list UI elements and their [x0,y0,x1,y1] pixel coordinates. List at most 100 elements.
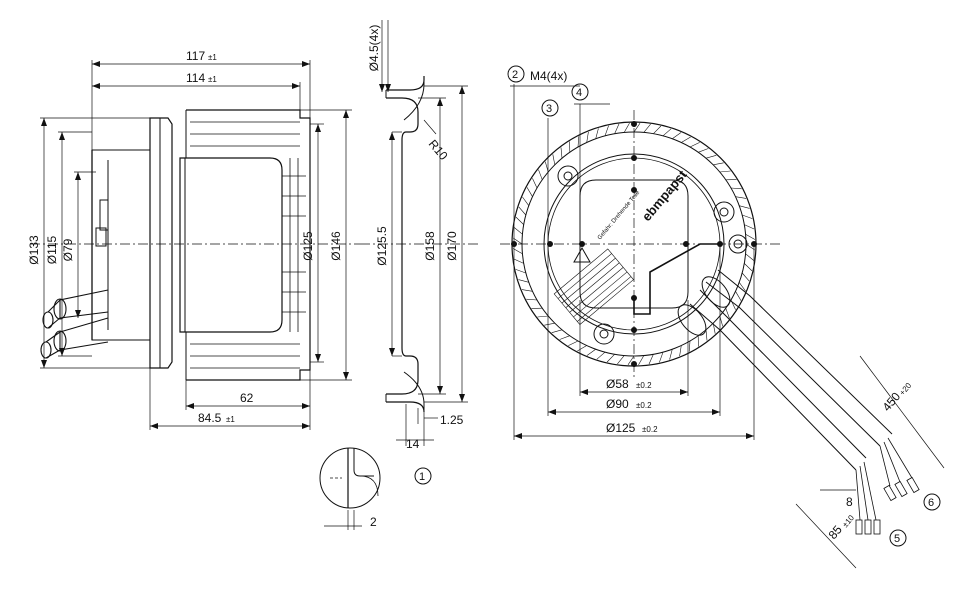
dim-d158: Ø158 [423,231,437,261]
blade-line [518,279,529,283]
blade-line [586,131,589,143]
dim-len117-tol: ±1 [208,53,217,62]
blade-line [512,248,523,255]
dim-len114: 114 [186,71,205,85]
dim-wire-strip: 8 [846,495,853,509]
blade-line [735,196,747,199]
dim-len62: 62 [240,391,254,405]
blade-line [744,263,753,272]
dim-d133: Ø133 [27,235,41,265]
blade-line [735,291,742,301]
dim-strip-tol: ±10 [841,513,857,529]
dim-len2: 2 [370,515,377,529]
blade-line [745,253,755,261]
blade-line [617,355,625,365]
blade-line [586,348,596,356]
dim-cable-tol: +20 [898,381,914,398]
dim-len84-tol: ±1 [226,415,235,424]
dim-len1-25: 1.25 [440,413,464,427]
blade-line [513,227,523,235]
blade-line [738,282,746,292]
front-view: 2 3 4 5 6 M4(4x) Ø58 ±0.2 Ø90 ±0.2 Ø125 … [500,65,945,569]
blade-line [606,354,615,363]
dim-holes: Ø4.5(4x) [367,25,381,72]
callout-5: 5 [894,533,900,545]
blade-line [513,258,524,264]
blade-line [739,205,750,209]
blade-line [745,233,756,240]
blade-line [614,123,620,134]
blade-line [719,170,731,173]
blade-line [515,269,526,274]
dim-d125-side: Ø125 [301,231,315,261]
blade-line [679,345,682,357]
logo-text: ebmpapst [639,167,690,224]
dim-len117: 117 [186,49,205,63]
dim-d125-5: Ø125.5 [375,226,389,266]
blade-line [742,214,753,219]
dim-d58-tol: ±0.2 [636,381,652,390]
blade-line [698,148,709,153]
blade-line [551,329,563,333]
dim-d170: Ø170 [445,231,459,261]
blade-line [730,187,742,190]
blade-line [526,187,533,197]
blade-line [521,289,533,292]
callout-2: 2 [512,69,518,81]
dim-d90-tol: ±0.2 [636,401,652,410]
blade-line [559,335,570,340]
blade-line [595,128,599,139]
blade-line [643,123,651,133]
blade-line [538,169,543,180]
blade-line [515,216,524,225]
callout-3: 3 [546,103,552,115]
blade-line [705,155,717,159]
dim-d90: Ø90 [606,397,629,411]
blade-line [623,122,630,133]
blade-line [688,340,691,352]
blade-line [741,272,750,282]
callout-4: 4 [576,87,582,99]
blade-line [513,237,523,245]
dim-len14: 14 [406,437,420,451]
blade-line [526,298,538,301]
blade-line [544,322,555,326]
blade-line [596,351,606,360]
dim-thread: M4(4x) [530,69,567,83]
blade-line [653,125,662,134]
section-view: Ø4.5(4x) R10 Ø125.5 Ø158 Ø170 14 1.25 [360,20,480,451]
blade-line [638,355,645,366]
warning-label: Gefahr: Drehende Teile [597,189,642,241]
blade-line [662,128,672,137]
side-view: Ø133 Ø115 Ø79 Ø125 Ø146 117 ±1 114 ±1 62… [27,49,360,430]
blade-line [633,123,641,133]
blade-line [705,329,708,341]
blade-line [648,354,654,365]
blade-line [713,162,724,166]
dim-len84: 84.5 [198,411,222,425]
blade-line [522,196,530,206]
detail-view: 1 2 [319,447,432,530]
blade-line [725,308,730,319]
blade-line [672,132,682,140]
blade-line [577,345,587,352]
callout-1: 1 [419,471,425,483]
blade-line [560,147,563,159]
dim-d58: Ø58 [606,377,629,391]
blade-line [532,178,538,189]
blade-line [627,355,635,365]
blade-line [669,349,673,360]
blade-line [577,136,580,148]
blade-line [552,154,556,165]
dim-d115: Ø115 [45,235,59,264]
blade-line [659,352,664,363]
dim-d79: Ø79 [61,238,75,261]
dim-radius: R10 [426,137,451,163]
blade-line [518,206,527,216]
blade-line [689,142,700,148]
blade-line [681,136,691,143]
blade-line [568,340,579,346]
dim-d146: Ø146 [329,231,343,261]
dim-d125-front: Ø125 [606,421,636,435]
